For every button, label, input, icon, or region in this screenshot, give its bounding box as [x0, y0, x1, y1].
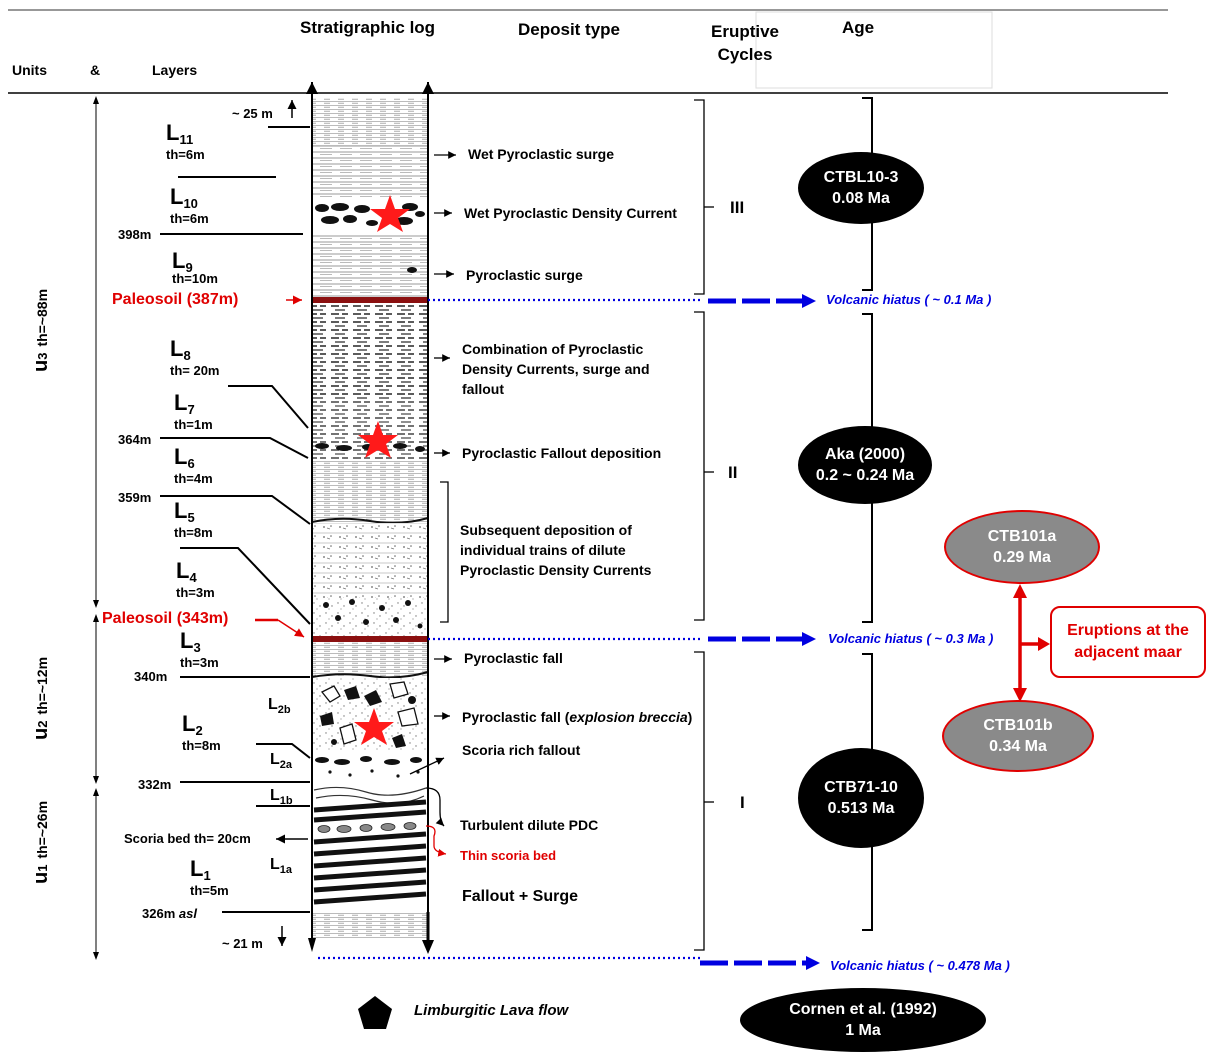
- sublayer-l2a: L2a: [270, 751, 293, 771]
- unit-u2-label: u2th=~12m: [30, 656, 52, 740]
- units-label: Units: [12, 62, 47, 78]
- cycle-ii: II: [728, 463, 738, 482]
- age-ellipse-cornen: Cornen et al. (1992)1 Ma: [740, 988, 986, 1052]
- deposit-title: Deposit type: [518, 20, 621, 39]
- paleosoil-387-band: [312, 297, 428, 303]
- elevation-top: ~ 25 m: [232, 106, 273, 121]
- elevation-398: 398m: [118, 227, 152, 242]
- deposit-thin-scoria: Thin scoria bed: [460, 848, 557, 863]
- paleosoil-387-label: Paleosoil (387m): [112, 291, 239, 308]
- elevation-340: 340m: [134, 669, 168, 684]
- hiatus-01-label: Volcanic hiatus ( ~ 0.1 Ma ): [826, 292, 992, 307]
- log-title: Stratigraphic log: [300, 18, 436, 37]
- deposit-wet-surge: Wet Pyroclastic surge: [468, 146, 615, 162]
- layers-label: Layers: [152, 62, 198, 78]
- paleosoil-343-label: Paleosoil (343m): [102, 610, 229, 627]
- deposit-fallout-surge: Fallout + Surge: [462, 888, 579, 905]
- deposit-turbulent-pdc: Turbulent dilute PDC: [460, 817, 599, 833]
- sublayer-l2b: L2b: [268, 696, 291, 716]
- elevation-359: 359m: [118, 490, 152, 505]
- deposit-fallout-deposition: Pyroclastic Fallout deposition: [462, 445, 662, 461]
- stratigraphic-column: [306, 82, 434, 954]
- elevation-332: 332m: [138, 777, 172, 792]
- age-title: Age: [842, 18, 875, 37]
- header-age-frame: [755, 11, 993, 89]
- cycle-iii: III: [730, 198, 745, 217]
- scoria-bed-label: Scoria bed th= 20cm: [124, 831, 251, 846]
- cycle-i: I: [740, 793, 745, 812]
- deposit-wet-pdc: Wet Pyroclastic Density Current: [464, 205, 677, 221]
- units-layers-ampersand: &: [90, 62, 101, 78]
- age-ellipse-aka: Aka (2000)0.2 ~ 0.24 Ma: [798, 426, 932, 504]
- deposit-fall: Pyroclastic fall: [464, 650, 563, 666]
- sublayer-l1b: L1b: [270, 787, 293, 807]
- paleosoil-343-band: [312, 636, 428, 642]
- legend-label: Limburgitic Lava flow: [414, 1002, 569, 1019]
- unit-u3-label: u3th=~88m: [30, 288, 52, 372]
- deposit-breccia: Pyroclastic fall (explosion breccia): [462, 709, 693, 725]
- deposit-surge: Pyroclastic surge: [466, 267, 583, 283]
- elevation-326: 326m asl: [142, 906, 197, 921]
- hiatus-0478-label: Volcanic hiatus ( ~ 0.478 Ma ): [830, 958, 1010, 973]
- unit-u1-label: u1th=~26m: [30, 800, 52, 884]
- elevation-bottom: ~ 21 m: [222, 936, 263, 951]
- pentagon-legend-icon: [358, 996, 392, 1029]
- star-icon: [370, 195, 410, 232]
- elevation-364: 364m: [118, 432, 152, 447]
- star-icon: [358, 421, 398, 458]
- star-icon: [354, 708, 394, 745]
- deposit-scoria-fallout: Scoria rich fallout: [462, 742, 581, 758]
- sublayer-l1a: L1a: [270, 856, 293, 876]
- hiatus-03-label: Volcanic hiatus ( ~ 0.3 Ma ): [828, 631, 994, 646]
